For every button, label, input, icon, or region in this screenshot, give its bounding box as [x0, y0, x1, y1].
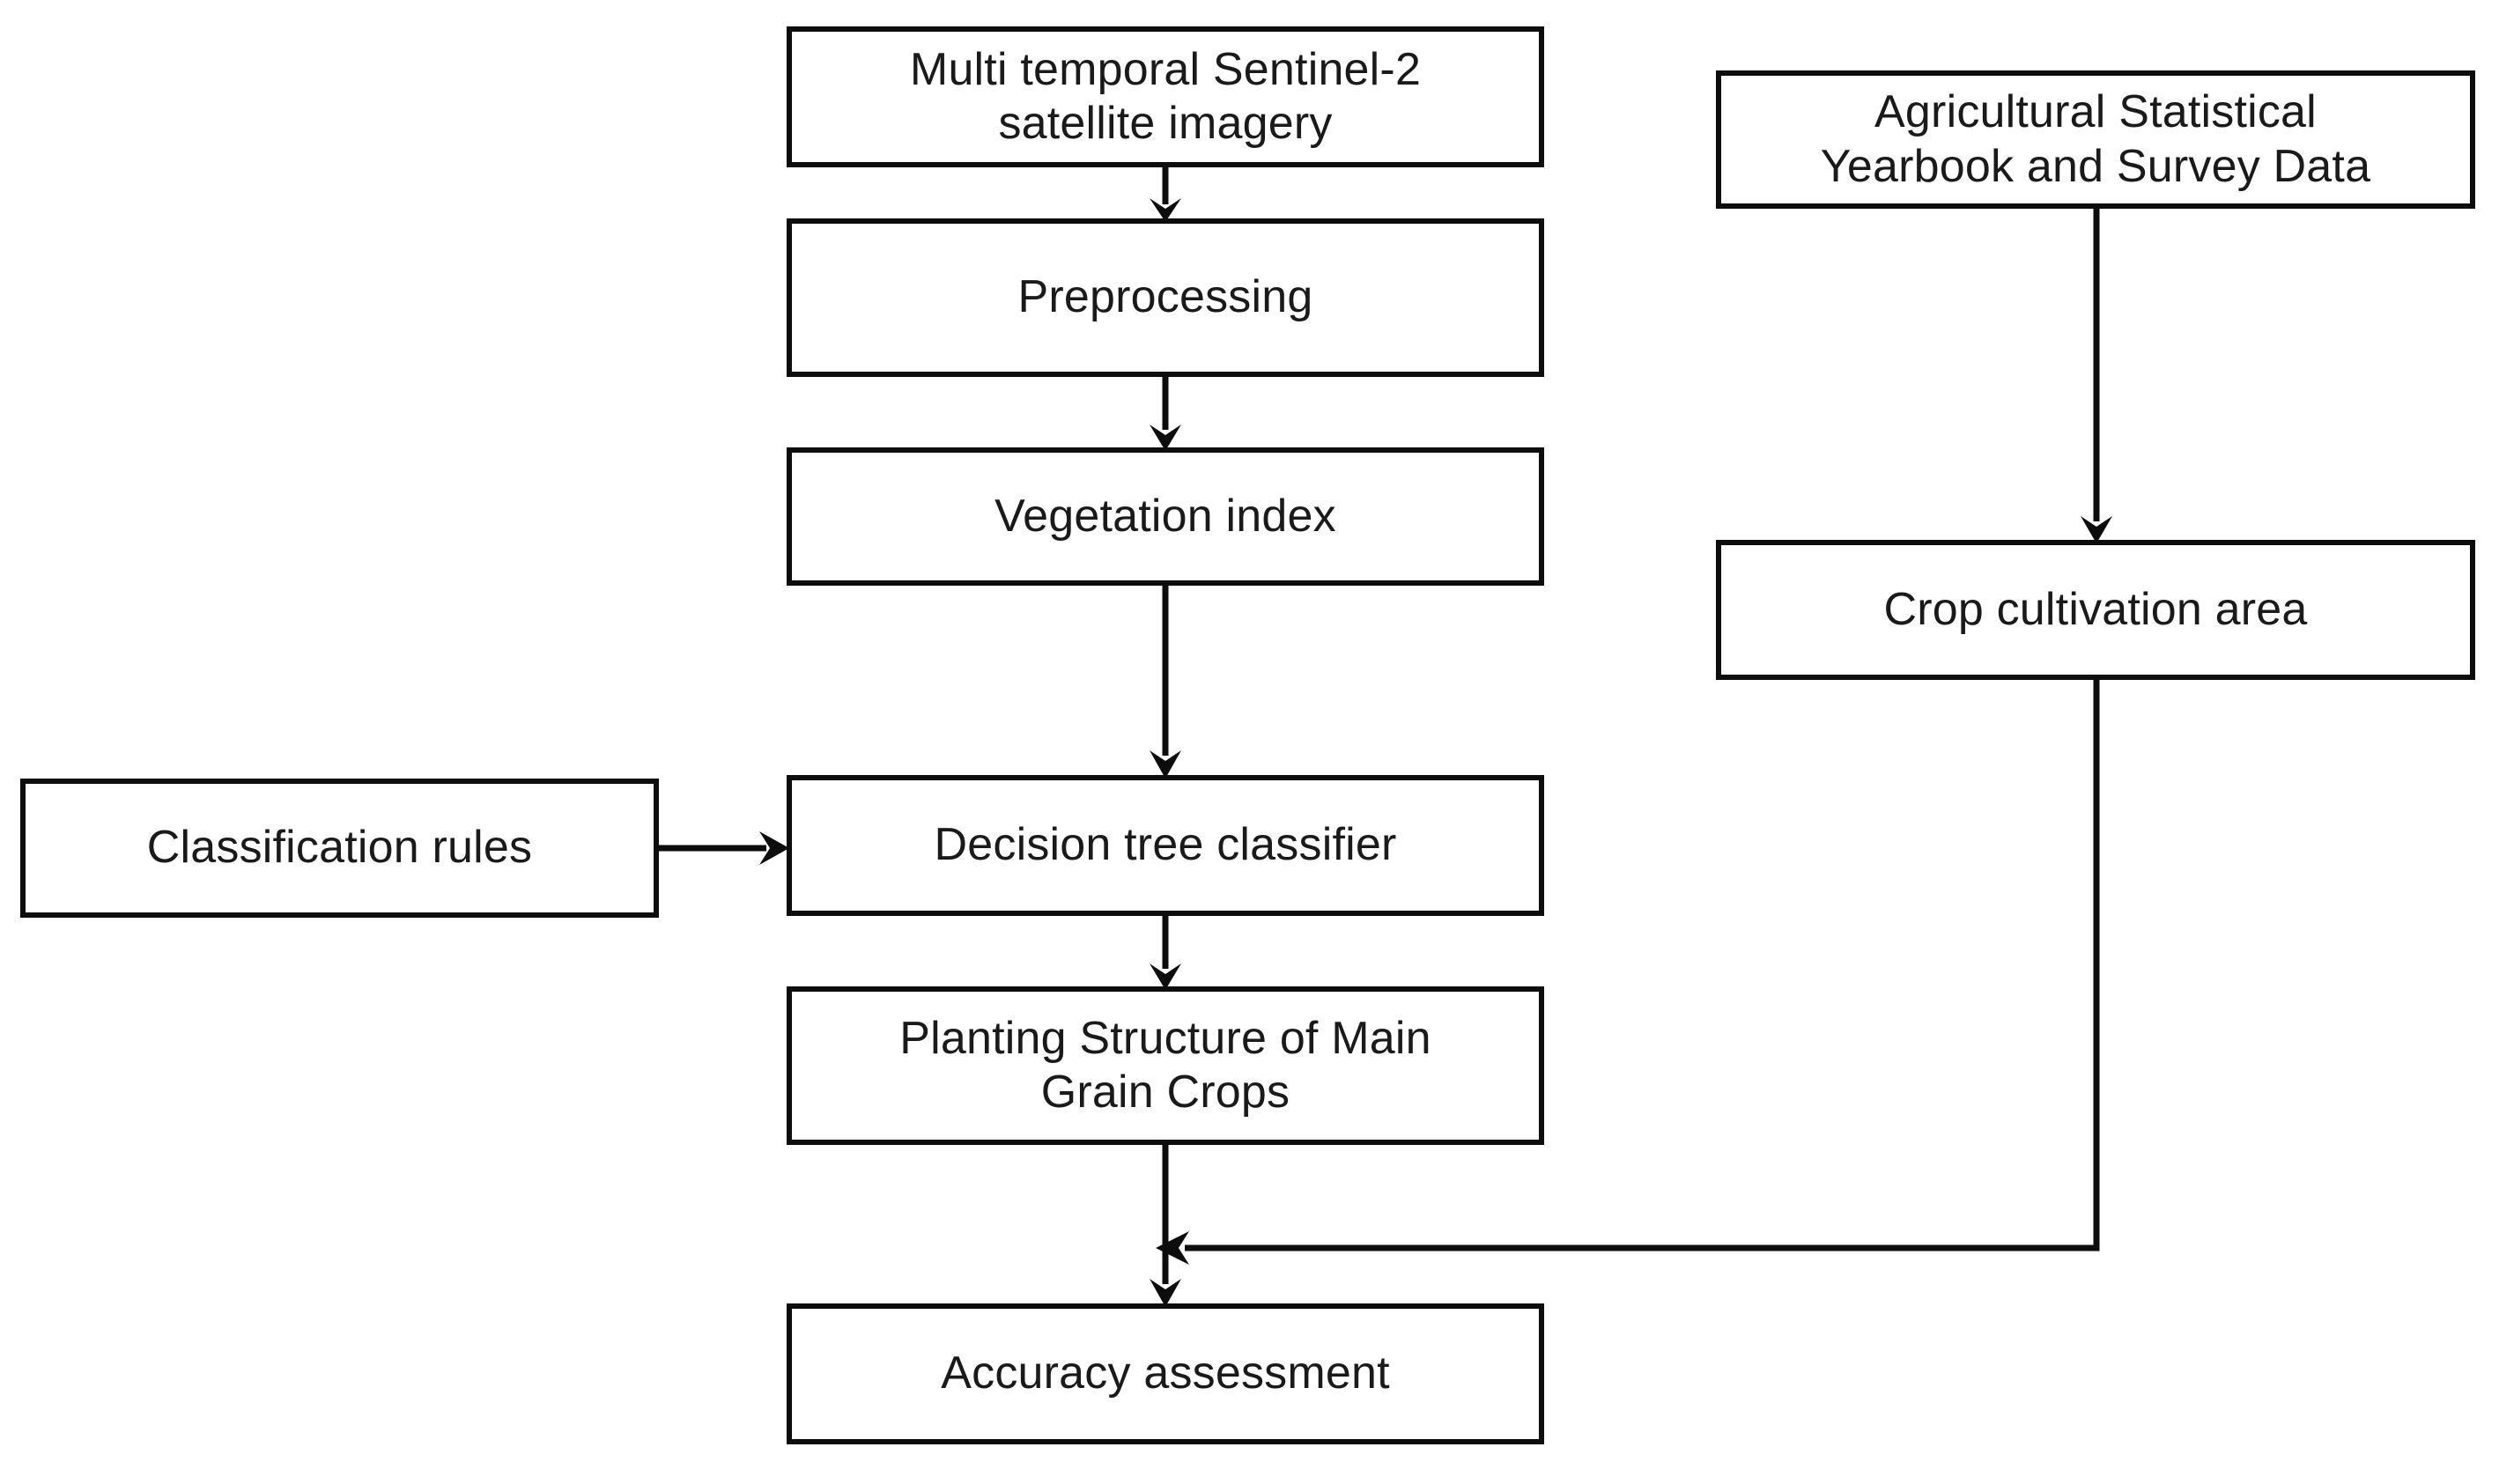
node-yearbook-survey-data-label: Agricultural Statistical Yearbook and Su… [1820, 86, 2371, 192]
node-preprocessing-label: Preprocessing [1017, 271, 1313, 323]
node-crop-cultivation-area[interactable]: Crop cultivation area [1716, 540, 2475, 680]
node-satellite-imagery-label: Multi temporal Sentinel-2 satellite imag… [909, 43, 1422, 149]
edge-vegetation-index-to-classifier [1150, 586, 1181, 779]
node-vegetation-index[interactable]: Vegetation index [787, 447, 1544, 586]
node-decision-tree-classifier[interactable]: Decision tree classifier [787, 775, 1544, 916]
node-crop-cultivation-area-label: Crop cultivation area [1883, 583, 2308, 635]
node-planting-structure[interactable]: Planting Structure of Main Grain Crops [787, 986, 1544, 1145]
node-planting-structure-label: Planting Structure of Main Grain Crops [899, 1012, 1431, 1118]
node-accuracy-assessment-label: Accuracy assessment [941, 1347, 1390, 1399]
node-yearbook-survey-data[interactable]: Agricultural Statistical Yearbook and Su… [1716, 70, 2475, 209]
node-satellite-imagery[interactable]: Multi temporal Sentinel-2 satellite imag… [787, 26, 1544, 167]
edge-imagery-to-preprocessing [1150, 167, 1181, 222]
node-preprocessing[interactable]: Preprocessing [787, 218, 1544, 377]
node-vegetation-index-label: Vegetation index [994, 490, 1336, 542]
edge-classifier-to-planting-structure [1150, 916, 1181, 990]
edge-planting-structure-to-accuracy [1150, 1145, 1181, 1307]
edge-crop-area-to-accuracy [1156, 680, 2100, 1265]
node-classification-rules[interactable]: Classification rules [20, 779, 659, 918]
node-decision-tree-classifier-label: Decision tree classifier [934, 819, 1397, 871]
node-accuracy-assessment[interactable]: Accuracy assessment [787, 1303, 1544, 1444]
edge-rules-to-classifier [659, 831, 789, 865]
edge-yearbook-to-crop-area [2081, 209, 2112, 543]
node-classification-rules-label: Classification rules [146, 822, 533, 874]
edge-preprocessing-to-vegetation-index [1150, 377, 1181, 451]
